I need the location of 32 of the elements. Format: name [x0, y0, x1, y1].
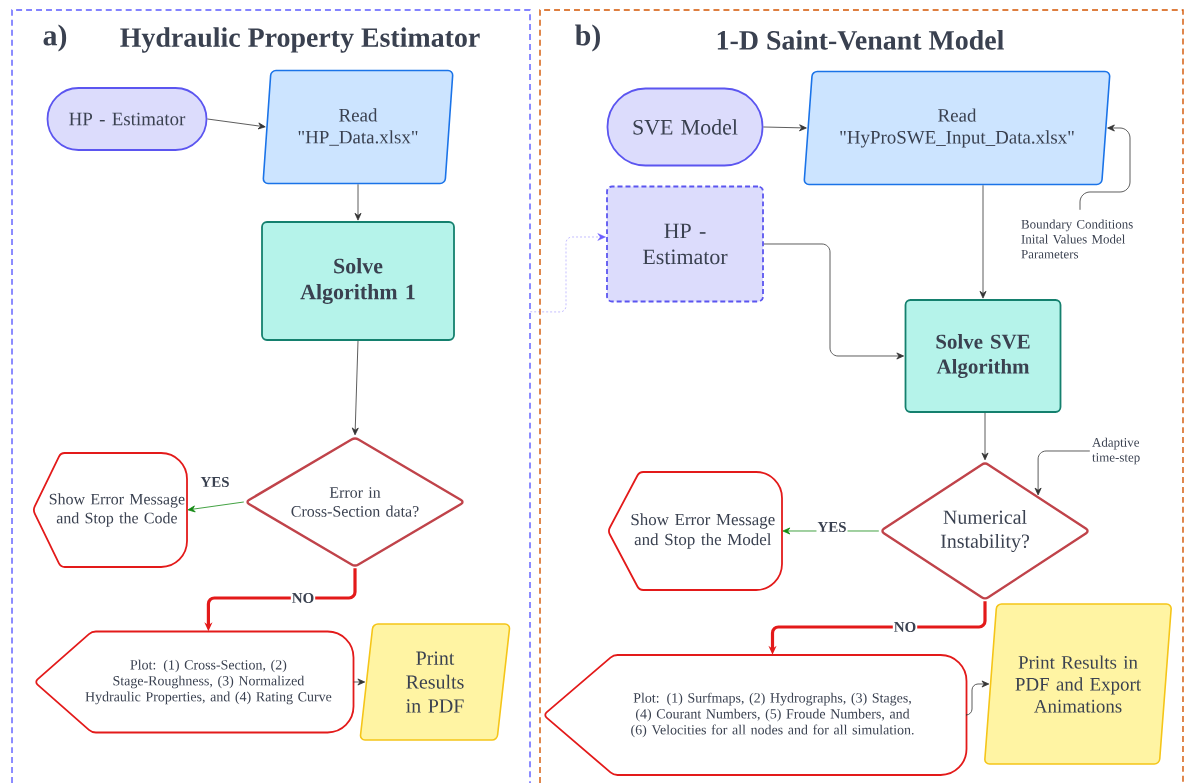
start-terminal: HP - Estimator [46, 87, 208, 151]
edge-label: NO [892, 621, 918, 633]
input-parallelogram: Read "HyProSWE_Input_Data.xlsx" [803, 70, 1111, 186]
output-parallelogram: Print Results in PDF [359, 623, 511, 741]
arrow [207, 118, 266, 130]
edge-label: YES [199, 476, 231, 488]
arrow [1034, 450, 1091, 496]
start-terminal: SVE Model [606, 87, 764, 167]
arrow [763, 124, 807, 132]
panel-title: 1-D Saint-Venant Model [717, 30, 1004, 50]
arrow [981, 412, 989, 461]
dashed-process-box: HP - Estimator [606, 185, 764, 303]
input-parallelogram: Read "HP_Data.xlsx" [262, 69, 454, 185]
panel-label: b) [575, 24, 600, 52]
edge-label: YES [816, 521, 848, 533]
annotation-text: Adaptive time-step [1092, 437, 1140, 465]
output-parallelogram: Print Results in PDF and Export Animations [984, 603, 1172, 765]
panel-title: Hydraulic Property Estimator [120, 27, 480, 53]
arrow [763, 243, 904, 360]
arrow [351, 340, 359, 436]
edge-label: NO [290, 592, 316, 604]
process-box: Solve Algorithm 1 [261, 221, 455, 341]
arrow [530, 233, 606, 313]
annotation-text: Boundary Conditions Inital Values Model Parameters [1021, 219, 1133, 259]
arrow [1079, 124, 1131, 211]
arrow [354, 183, 362, 221]
arrow [353, 678, 366, 686]
panel-label: a) [43, 24, 67, 52]
arrow [965, 680, 990, 716]
arrow [979, 184, 987, 299]
process-box: Solve SVE Algorithm [904, 299, 1062, 413]
arrow [187, 501, 245, 513]
